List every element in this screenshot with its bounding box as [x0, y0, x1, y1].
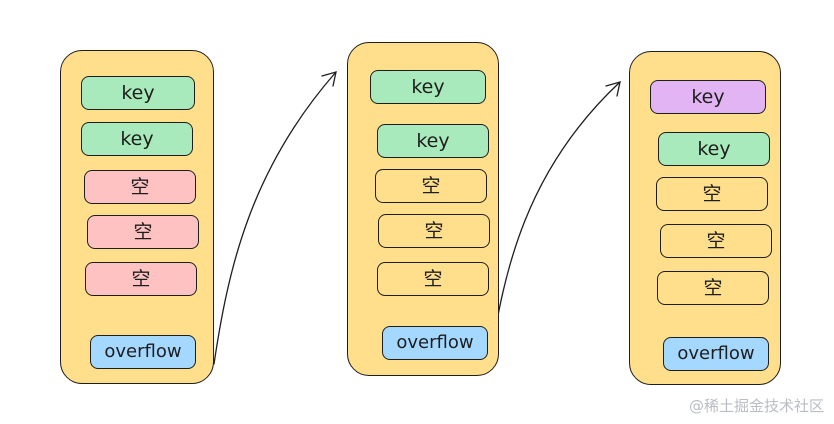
bucket-3-slot-2: key: [658, 132, 770, 166]
bucket-3-slot-4: 空: [660, 224, 772, 258]
overflow-label: overflow: [104, 341, 182, 362]
slot-label: 空: [703, 276, 723, 299]
bucket-2-overflow: overflow: [382, 326, 488, 360]
bucket-2-slot-2: key: [377, 124, 489, 158]
slot-label: 空: [131, 267, 151, 290]
slot-label: key: [120, 127, 154, 150]
slot-label: 空: [130, 175, 150, 198]
slot-label: 空: [421, 174, 441, 197]
bucket-1-slot-3: 空: [84, 170, 196, 204]
slot-label: key: [416, 129, 450, 152]
slot-label: 空: [424, 219, 444, 242]
bucket-3-slot-1: key: [650, 80, 766, 114]
slot-label: key: [697, 137, 731, 160]
bucket-1-slot-5: 空: [85, 262, 197, 296]
bucket-2-slot-4: 空: [378, 214, 490, 248]
bucket-3-overflow: overflow: [663, 337, 769, 371]
arrow-bucket2-to-bucket3: [489, 81, 621, 363]
arrow-bucket1-to-bucket2: [213, 71, 337, 365]
bucket-2-slot-3: 空: [375, 169, 487, 203]
bucket-1-slot-1: key: [81, 76, 195, 110]
watermark: @稀土掘金技术社区: [688, 397, 824, 415]
arrow-bucket2-to-bucket3-head: [605, 81, 621, 97]
overflow-label: overflow: [677, 343, 755, 364]
bucket-1-overflow: overflow: [90, 335, 196, 369]
slot-label: 空: [706, 229, 726, 252]
slot-label: key: [121, 81, 155, 104]
slot-label: 空: [133, 220, 153, 243]
bucket-1-slot-2: key: [81, 122, 193, 156]
bucket-2-slot-5: 空: [377, 262, 489, 296]
bucket-2-slot-1: key: [370, 70, 486, 104]
slot-label: 空: [423, 267, 443, 290]
bucket-1-slot-4: 空: [87, 215, 199, 249]
arrow-bucket1-to-bucket2-head: [321, 71, 337, 87]
slot-label: key: [411, 75, 445, 98]
bucket-3-slot-5: 空: [657, 271, 769, 305]
slot-label: key: [691, 85, 725, 108]
overflow-label: overflow: [396, 332, 474, 353]
bucket-3-slot-3: 空: [656, 177, 768, 211]
slot-label: 空: [702, 182, 722, 205]
